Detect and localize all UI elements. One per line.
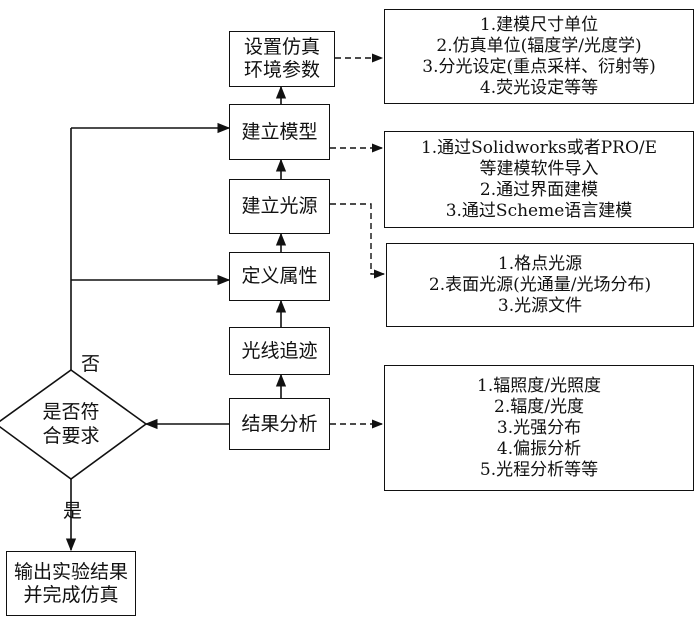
model-note-4: 3.通过Scheme语言建模 xyxy=(445,200,633,221)
yes-label: 是 xyxy=(63,500,83,522)
light-note-1: 1.格点光源 xyxy=(497,253,583,274)
setup-note-3: 3.分光设定(重点采样、衍射等) xyxy=(422,56,656,77)
decision-line-1: 是否符 xyxy=(42,401,100,423)
model-notes-box: 1.通过Solidworks或者PRO/E 等建模软件导入 2.通过界面建模 3… xyxy=(384,131,694,228)
setup-params-box: 设置仿真 环境参数 xyxy=(229,31,335,87)
analysis-note-5: 5.光程分析等等 xyxy=(479,459,599,480)
output-line-1: 输出实验结果 xyxy=(13,560,128,583)
model-note-1: 1.通过Solidworks或者PRO/E xyxy=(420,137,658,158)
ray-trace-box: 光线追迹 xyxy=(229,327,330,375)
analysis-note-2: 2.辐度/光度 xyxy=(494,396,584,417)
result-analysis-box: 结果分析 xyxy=(229,398,330,450)
decision-diamond xyxy=(0,369,148,480)
analysis-note-4: 4.偏振分析 xyxy=(496,438,582,459)
model-note-2: 等建模软件导入 xyxy=(479,158,599,179)
analysis-notes-box: 1.辐照度/光照度 2.辐度/光度 3.光强分布 4.偏振分析 5.光程分析等等 xyxy=(384,365,694,491)
decision-line-2: 合要求 xyxy=(42,425,100,447)
build-model-box: 建立模型 xyxy=(229,104,330,160)
setup-line-1: 设置仿真 xyxy=(243,36,320,58)
result-analysis-label: 结果分析 xyxy=(241,412,318,435)
build-light-box: 建立光源 xyxy=(229,179,330,234)
setup-line-2: 环境参数 xyxy=(243,59,320,81)
setup-note-1: 1.建模尺寸单位 xyxy=(479,14,599,35)
decision-label: 是否符 合要求 xyxy=(21,400,121,448)
dashed-light-to-note xyxy=(330,203,386,279)
no-label: 否 xyxy=(81,353,101,375)
setup-note-4: 4.荧光设定等等 xyxy=(479,77,599,98)
light-note-3: 3.光源文件 xyxy=(497,295,583,316)
ray-trace-label: 光线追迹 xyxy=(241,339,318,362)
analysis-note-3: 3.光强分布 xyxy=(496,417,582,438)
setup-note-2: 2.仿真单位(辐度学/光度学) xyxy=(436,35,642,56)
light-note-2: 2.表面光源(光通量/光场分布) xyxy=(428,274,652,295)
model-note-3: 2.通过界面建模 xyxy=(479,179,599,200)
define-props-label: 定义属性 xyxy=(241,265,318,287)
output-box: 输出实验结果 并完成仿真 xyxy=(6,551,136,616)
output-line-2: 并完成仿真 xyxy=(23,583,119,606)
build-light-label: 建立光源 xyxy=(241,195,318,217)
light-notes-box: 1.格点光源 2.表面光源(光通量/光场分布) 3.光源文件 xyxy=(386,243,694,327)
define-props-box: 定义属性 xyxy=(229,252,330,301)
analysis-note-1: 1.辐照度/光照度 xyxy=(477,375,601,396)
build-model-label: 建立模型 xyxy=(241,120,318,143)
setup-notes-box: 1.建模尺寸单位 2.仿真单位(辐度学/光度学) 3.分光设定(重点采样、衍射等… xyxy=(384,9,694,104)
